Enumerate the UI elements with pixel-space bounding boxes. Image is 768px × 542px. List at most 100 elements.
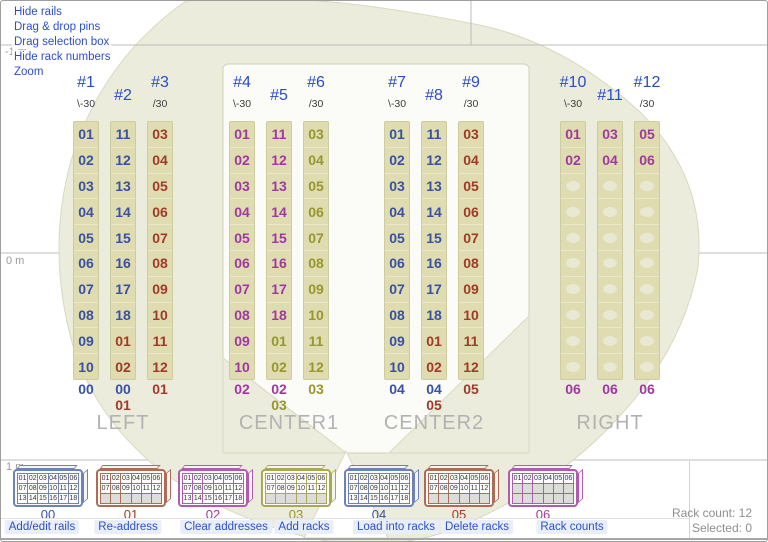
pin-cell[interactable]: 05 xyxy=(148,174,172,200)
pin-cell[interactable]: 10 xyxy=(304,303,328,329)
pin-cell[interactable]: 03 xyxy=(230,174,254,200)
menu-item-zoom[interactable]: Zoom xyxy=(12,65,46,79)
pin-cell[interactable]: 12 xyxy=(422,148,446,174)
pin-cell[interactable]: 15 xyxy=(111,225,135,251)
pin-cell[interactable]: 08 xyxy=(459,251,483,277)
pin-cell[interactable]: 18 xyxy=(422,303,446,329)
pin-cell[interactable]: 16 xyxy=(422,251,446,277)
pin-cell[interactable]: 01 xyxy=(111,328,135,355)
pin-cell[interactable]: 05 xyxy=(459,174,483,200)
pin-slot-empty[interactable] xyxy=(598,303,622,329)
pin-slot-empty[interactable] xyxy=(561,174,585,200)
pin-cell[interactable]: 05 xyxy=(304,174,328,200)
pin-cell[interactable]: 04 xyxy=(459,148,483,174)
pin-cell[interactable]: 02 xyxy=(385,148,409,174)
pin-cell[interactable]: 17 xyxy=(267,277,291,303)
pin-cell[interactable]: 03 xyxy=(598,122,622,148)
pin-cell[interactable]: 14 xyxy=(111,199,135,226)
pin-cell[interactable]: 03 xyxy=(385,174,409,200)
pin-slot-empty[interactable] xyxy=(635,277,659,303)
pin-cell[interactable]: 10 xyxy=(389,359,405,376)
menu-item-drag-drop-pins[interactable]: Drag & drop pins xyxy=(12,20,103,34)
pin-slot-empty[interactable] xyxy=(635,225,659,251)
pin-cell[interactable]: 16 xyxy=(111,251,135,277)
clear-addresses-button[interactable]: Clear addresses xyxy=(180,520,272,534)
pin-cell[interactable]: 18 xyxy=(267,303,291,329)
pin-cell[interactable]: 03 xyxy=(459,122,483,148)
pin-cell[interactable]: 08 xyxy=(385,303,409,329)
pin-cell[interactable]: 04 xyxy=(148,148,172,174)
pin-slot-empty[interactable] xyxy=(561,225,585,251)
pin-cell[interactable]: 10 xyxy=(459,303,483,329)
pin-cell[interactable]: 11 xyxy=(422,122,446,148)
pin-cell[interactable]: 09 xyxy=(230,328,254,355)
pin-cell[interactable]: 09 xyxy=(459,277,483,303)
pin-cell[interactable]: 05 xyxy=(385,225,409,251)
pin-cell[interactable]: 07 xyxy=(74,277,98,303)
pin-cell[interactable]: 17 xyxy=(422,277,446,303)
pin-slot-empty[interactable] xyxy=(561,328,585,355)
pin-cell[interactable]: 08 xyxy=(230,303,254,329)
pin-cell[interactable]: 01 xyxy=(74,122,98,148)
pin-cell[interactable]: 07 xyxy=(230,277,254,303)
pin-cell[interactable]: 05 xyxy=(635,122,659,148)
pin-cell[interactable]: 12 xyxy=(111,148,135,174)
pin-cell[interactable]: 16 xyxy=(267,251,291,277)
pin-cell[interactable]: 04 xyxy=(304,148,328,174)
re-address-button[interactable]: Re-address xyxy=(94,520,162,534)
pin-slot-empty[interactable] xyxy=(598,199,622,226)
pin-cell[interactable]: 01 xyxy=(385,122,409,148)
pin-cell[interactable]: 06 xyxy=(635,148,659,174)
menu-item-hide-rack-numbers[interactable]: Hide rack numbers xyxy=(12,50,113,64)
pin-cell[interactable]: 06 xyxy=(230,251,254,277)
pin-cell[interactable]: 11 xyxy=(267,122,291,148)
pin-cell[interactable]: 12 xyxy=(308,359,324,376)
pin-slot-empty[interactable] xyxy=(598,225,622,251)
pin-cell[interactable]: 10 xyxy=(78,359,94,376)
load-into-racks-button[interactable]: Load into racks xyxy=(353,520,439,534)
pin-cell[interactable]: 01 xyxy=(561,122,585,148)
pin-cell[interactable]: 13 xyxy=(267,174,291,200)
pin-slot-empty[interactable] xyxy=(635,354,659,380)
pin-cell[interactable]: 13 xyxy=(111,174,135,200)
pin-cell[interactable]: 04 xyxy=(230,199,254,226)
pin-cell[interactable]: 04 xyxy=(74,199,98,226)
pin-cell[interactable]: 08 xyxy=(304,251,328,277)
pin-slot-empty[interactable] xyxy=(598,328,622,355)
pin-slot-empty[interactable] xyxy=(635,328,659,355)
pin-slot-empty[interactable] xyxy=(598,174,622,200)
delete-racks-button[interactable]: Delete racks xyxy=(441,520,513,534)
pin-cell[interactable]: 03 xyxy=(148,122,172,148)
pin-cell[interactable]: 07 xyxy=(304,225,328,251)
pin-cell[interactable]: 12 xyxy=(152,359,168,376)
pin-cell[interactable]: 03 xyxy=(74,174,98,200)
pin-cell[interactable]: 06 xyxy=(459,199,483,226)
pin-cell[interactable]: 12 xyxy=(463,359,479,376)
pin-cell[interactable]: 08 xyxy=(148,251,172,277)
pin-cell[interactable]: 03 xyxy=(304,122,328,148)
pin-slot-empty[interactable] xyxy=(561,277,585,303)
pin-cell[interactable]: 18 xyxy=(111,303,135,329)
pin-cell[interactable]: 01 xyxy=(267,328,291,355)
pin-cell[interactable]: 05 xyxy=(230,225,254,251)
pin-slot-empty[interactable] xyxy=(598,354,622,380)
pin-cell[interactable]: 07 xyxy=(148,225,172,251)
pin-cell[interactable]: 12 xyxy=(267,148,291,174)
pin-cell[interactable]: 02 xyxy=(271,359,287,376)
pin-cell[interactable]: 02 xyxy=(561,148,585,174)
pin-cell[interactable]: 04 xyxy=(385,199,409,226)
pin-slot-empty[interactable] xyxy=(598,251,622,277)
pin-cell[interactable]: 08 xyxy=(74,303,98,329)
pin-cell[interactable]: 02 xyxy=(74,148,98,174)
pin-cell[interactable]: 11 xyxy=(304,328,328,355)
pin-cell[interactable]: 14 xyxy=(267,199,291,226)
pin-cell[interactable]: 09 xyxy=(385,328,409,355)
pin-cell[interactable]: 07 xyxy=(385,277,409,303)
rack-counts-button[interactable]: Rack counts xyxy=(536,520,608,534)
